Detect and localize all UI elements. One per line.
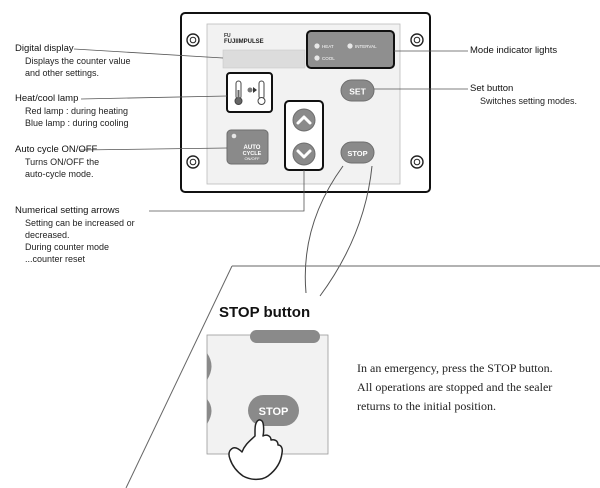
callout-mode-lights: Mode indicator lights bbox=[470, 45, 557, 57]
arrow-down-button[interactable] bbox=[292, 142, 316, 166]
callout-digital-display: Digital display Displays the counter val… bbox=[15, 43, 131, 79]
stop-detail-description: In an emergency, press the STOP button. … bbox=[357, 359, 597, 416]
stop-button-label: STOP bbox=[347, 149, 367, 158]
auto-cycle-label: AUTO bbox=[244, 145, 261, 151]
screw-icon bbox=[410, 33, 424, 47]
callout-desc: Red lamp : during heating bbox=[25, 106, 129, 116]
callout-title: Mode indicator lights bbox=[470, 45, 558, 56]
callout-lines bbox=[73, 48, 468, 212]
callout-auto-cycle: Auto cycle ON/OFF Turns ON/OFF the auto-… bbox=[15, 144, 99, 180]
digital-display bbox=[222, 49, 306, 69]
detail-frame bbox=[125, 265, 600, 488]
callout-desc: Displays the counter value bbox=[25, 56, 131, 66]
stop-desc-line: returns to the initial position. bbox=[357, 399, 496, 413]
chevron-up-icon bbox=[296, 115, 312, 125]
callout-desc: and other settings. bbox=[25, 68, 100, 78]
callout-set-button: Set button Switches setting modes. bbox=[470, 83, 577, 107]
detail-stop-button bbox=[248, 395, 299, 426]
callout-desc: Blue lamp : during cooling bbox=[25, 118, 129, 128]
brand-mark: FU bbox=[224, 33, 231, 39]
callout-desc: ...counter reset bbox=[25, 254, 86, 264]
zoom-connector bbox=[304, 165, 373, 297]
arrow-up-button[interactable] bbox=[292, 108, 316, 132]
callout-numerical-arrows: Numerical setting arrows Setting can be … bbox=[15, 205, 135, 265]
auto-cycle-button[interactable] bbox=[226, 129, 269, 165]
callout-desc: Switches setting modes. bbox=[480, 96, 578, 106]
thermometer-cold-icon bbox=[257, 80, 266, 105]
screw-icon bbox=[186, 155, 200, 169]
thermometer-hot-icon bbox=[234, 80, 243, 105]
callout-title: Set button bbox=[470, 83, 514, 94]
auto-cycle-label: CYCLE bbox=[243, 151, 262, 157]
set-button-label: SET bbox=[349, 87, 366, 97]
callout-desc: Setting can be increased or bbox=[25, 218, 135, 228]
screw-icon bbox=[410, 155, 424, 169]
callout-desc: auto-cycle mode. bbox=[25, 169, 94, 179]
heat-indicator-label: HEAT bbox=[322, 44, 334, 49]
cool-indicator-light bbox=[314, 55, 320, 61]
brand-logo: FUJIIMPULSE bbox=[224, 39, 264, 45]
stop-button[interactable] bbox=[340, 141, 375, 164]
heat-indicator-light bbox=[314, 43, 320, 49]
interval-indicator-light bbox=[347, 43, 353, 49]
stop-desc-line: All operations are stopped and the seale… bbox=[357, 380, 553, 394]
cool-indicator-label: COOL bbox=[322, 56, 335, 61]
callout-desc: decreased. bbox=[25, 230, 70, 240]
stop-desc-line: In an emergency, press the STOP button. bbox=[357, 361, 553, 375]
detail-stop-label: STOP bbox=[259, 406, 289, 418]
auto-cycle-label: ON/OFF bbox=[244, 156, 260, 161]
stop-detail-image: STOP bbox=[206, 330, 329, 481]
callout-heat-cool-lamp: Heat/cool lamp Red lamp : during heating… bbox=[15, 93, 129, 129]
callout-title: Digital display bbox=[15, 43, 74, 54]
callout-title: Auto cycle ON/OFF bbox=[15, 144, 98, 155]
callout-desc: Turns ON/OFF the bbox=[25, 157, 100, 167]
callout-title: Heat/cool lamp bbox=[15, 93, 79, 104]
set-button[interactable] bbox=[340, 79, 375, 102]
stop-detail-title: STOP button bbox=[219, 304, 311, 321]
heat-cool-lamp bbox=[226, 72, 273, 113]
screw-icon bbox=[186, 33, 200, 47]
auto-cycle-light bbox=[231, 133, 237, 139]
arrow-right-icon bbox=[253, 87, 257, 93]
callout-title: Numerical setting arrows bbox=[15, 205, 120, 216]
mode-indicator-box bbox=[306, 30, 395, 69]
interval-indicator-label: INTERVAL bbox=[355, 44, 377, 49]
pointing-hand-icon bbox=[228, 419, 283, 481]
chevron-down-icon bbox=[296, 149, 312, 159]
callout-desc: During counter mode bbox=[25, 242, 110, 252]
lamp-light bbox=[247, 87, 253, 93]
